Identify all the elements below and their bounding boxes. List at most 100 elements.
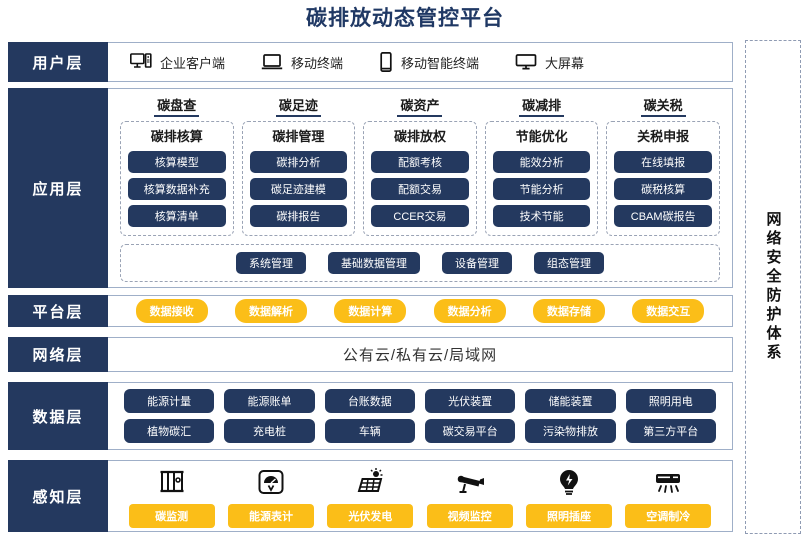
data-source-button[interactable]: 碳交易平台: [424, 419, 516, 443]
layer-label-application: 应用层: [8, 88, 108, 288]
layer-row-data: 数据层 能源计量 能源账单 台账数据 光伏装置 储能装置 照明用电 植物碳汇 充…: [8, 382, 733, 450]
data-source-button[interactable]: 车辆: [324, 419, 415, 443]
management-button-device[interactable]: 设备管理: [442, 252, 512, 274]
perception-item-label: 能源表计: [227, 503, 314, 528]
perception-item-label: 空调制冷: [625, 503, 712, 528]
app-feature-button[interactable]: 配额交易: [371, 178, 469, 200]
carbon-meter-icon: [157, 465, 187, 499]
platform-capability-button[interactable]: 数据接收: [135, 299, 208, 323]
app-feature-button[interactable]: 能效分析: [492, 151, 591, 173]
app-feature-button[interactable]: 碳排报告: [249, 205, 348, 227]
data-source-button[interactable]: 台账数据: [324, 389, 415, 413]
app-feature-button[interactable]: 碳足迹建模: [249, 178, 348, 200]
platform-capability-button[interactable]: 数据解析: [234, 299, 307, 323]
perception-item-lighting-socket[interactable]: 照明插座: [519, 465, 618, 528]
app-group-title: 碳盘查: [154, 95, 200, 117]
perception-item-energy-meter[interactable]: 能源表计: [221, 465, 320, 528]
application-group-list: 碳盘查 碳排核算 核算模型 核算数据补充 核算清单 碳足迹 碳排管理 碳排分析 …: [116, 95, 724, 236]
layer-label-platform: 平台层: [8, 295, 108, 327]
app-group-box: 碳排核算 核算模型 核算数据补充 核算清单: [120, 121, 234, 236]
data-source-row: 能源计量 能源账单 台账数据 光伏装置 储能装置 照明用电: [124, 389, 716, 413]
data-source-button[interactable]: 第三方平台: [625, 419, 716, 443]
air-conditioner-icon: [652, 465, 684, 499]
app-feature-button[interactable]: 核算数据补充: [128, 178, 226, 200]
platform-capability-button[interactable]: 数据分析: [433, 299, 506, 323]
layer-body-network: 公有云/私有云/局域网: [108, 337, 733, 372]
data-source-button[interactable]: 植物碳汇: [124, 419, 215, 443]
application-management-bar: 系统管理 基础数据管理 设备管理 组态管理: [120, 244, 720, 282]
layer-label-data: 数据层: [8, 382, 108, 450]
user-item-mobile-terminal[interactable]: 移动终端: [261, 53, 343, 72]
data-source-button[interactable]: 储能装置: [525, 389, 616, 413]
layer-body-data: 能源计量 能源账单 台账数据 光伏装置 储能装置 照明用电 植物碳汇 充电桩 车…: [108, 382, 733, 450]
monitor-screen-icon: [515, 53, 537, 71]
app-group-box: 碳排管理 碳排分析 碳足迹建模 碳排报告: [241, 121, 356, 236]
user-item-label: 企业客户端: [160, 55, 226, 71]
app-group-subtitle: 节能优化: [515, 129, 568, 144]
desktop-pc-icon: [130, 53, 152, 71]
app-group-title: 碳关税: [640, 95, 686, 117]
app-feature-button[interactable]: 配额考核: [371, 151, 469, 173]
layer-body-user: 企业客户端 移动终端 移动智能终端: [108, 42, 733, 82]
solar-panel-icon: [354, 465, 386, 499]
app-group-subtitle: 碳排核算: [150, 129, 203, 144]
perception-item-video-surveillance[interactable]: 视频监控: [420, 465, 519, 528]
app-group-subtitle: 关税申报: [637, 129, 690, 144]
app-feature-button[interactable]: 技术节能: [492, 205, 591, 227]
app-feature-button[interactable]: 碳税核算: [614, 178, 712, 200]
layer-body-application: 碳盘查 碳排核算 核算模型 核算数据补充 核算清单 碳足迹 碳排管理 碳排分析 …: [108, 88, 733, 288]
platform-capability-button[interactable]: 数据交互: [632, 299, 705, 323]
app-group-subtitle: 碳排放权: [393, 129, 446, 144]
app-feature-button[interactable]: 碳排分析: [249, 151, 348, 173]
light-bulb-icon: [555, 465, 583, 499]
app-group-title: 碳资产: [397, 95, 443, 117]
layer-row-platform: 平台层 数据接收 数据解析 数据计算 数据分析 数据存储 数据交互: [8, 295, 733, 327]
page-title: 碳排放动态管控平台: [306, 7, 504, 30]
layer-row-application: 应用层 碳盘查 碳排核算 核算模型 核算数据补充 核算清单 碳足迹 碳排管理: [8, 88, 733, 288]
layer-body-perception: 碳监测 能源表计: [108, 460, 733, 532]
app-group-box: 关税申报 在线填报 碳税核算 CBAM碳报告: [606, 121, 720, 236]
app-group-carbon-asset: 碳资产 碳排放权 配额考核 配额交易 CCER交易: [363, 95, 477, 236]
app-group-carbon-reduction: 碳减排 节能优化 能效分析 节能分析 技术节能: [484, 95, 599, 236]
data-source-button[interactable]: 污染物排放: [525, 419, 616, 443]
user-item-smart-mobile-terminal[interactable]: 移动智能终端: [379, 52, 479, 72]
app-feature-button[interactable]: 在线填报: [614, 151, 712, 173]
data-source-button[interactable]: 光伏装置: [424, 389, 516, 413]
data-source-button[interactable]: 能源账单: [224, 389, 315, 413]
management-button-basic-data[interactable]: 基础数据管理: [328, 252, 420, 274]
perception-item-photovoltaic[interactable]: 光伏发电: [321, 465, 420, 528]
app-feature-button[interactable]: 核算清单: [128, 205, 226, 227]
perception-item-label: 碳监测: [128, 503, 215, 528]
app-feature-button[interactable]: 节能分析: [492, 178, 591, 200]
perception-item-label: 光伏发电: [327, 503, 414, 528]
platform-capability-button[interactable]: 数据计算: [334, 299, 407, 323]
layer-body-platform: 数据接收 数据解析 数据计算 数据分析 数据存储 数据交互: [108, 295, 733, 327]
layer-label-network: 网络层: [8, 337, 108, 372]
app-group-subtitle: 碳排管理: [272, 129, 325, 144]
app-group-carbon-tariff: 碳关税 关税申报 在线填报 碳税核算 CBAM碳报告: [606, 95, 720, 236]
app-group-carbon-inventory: 碳盘查 碳排核算 核算模型 核算数据补充 核算清单: [120, 95, 234, 236]
perception-item-air-conditioning[interactable]: 空调制冷: [619, 465, 718, 528]
app-group-title: 碳减排: [519, 95, 565, 117]
network-security-label: 网络安全防护体系: [764, 211, 782, 363]
data-source-button[interactable]: 能源计量: [124, 389, 215, 413]
user-item-enterprise-client[interactable]: 企业客户端: [130, 53, 225, 72]
platform-capability-button[interactable]: 数据存储: [532, 299, 605, 323]
management-button-system[interactable]: 系统管理: [236, 252, 306, 274]
user-item-large-screen[interactable]: 大屏幕: [515, 53, 584, 72]
data-source-button[interactable]: 照明用电: [625, 389, 716, 413]
perception-item-label: 照明插座: [525, 503, 612, 528]
perception-item-carbon-monitoring[interactable]: 碳监测: [122, 465, 221, 528]
user-item-label: 移动智能终端: [401, 55, 480, 71]
data-source-row: 植物碳汇 充电桩 车辆 碳交易平台 污染物排放 第三方平台: [124, 419, 716, 443]
energy-gauge-icon: [256, 465, 286, 499]
app-feature-button[interactable]: CBAM碳报告: [614, 205, 712, 227]
layer-row-perception: 感知层 碳监测: [8, 460, 733, 532]
app-feature-button[interactable]: 核算模型: [128, 151, 226, 173]
management-button-configuration[interactable]: 组态管理: [534, 252, 604, 274]
data-source-button[interactable]: 充电桩: [224, 419, 315, 443]
app-group-carbon-footprint: 碳足迹 碳排管理 碳排分析 碳足迹建模 碳排报告: [241, 95, 356, 236]
app-group-title: 碳足迹: [275, 95, 321, 117]
user-item-label: 大屏幕: [545, 55, 585, 71]
app-feature-button[interactable]: CCER交易: [371, 205, 469, 227]
